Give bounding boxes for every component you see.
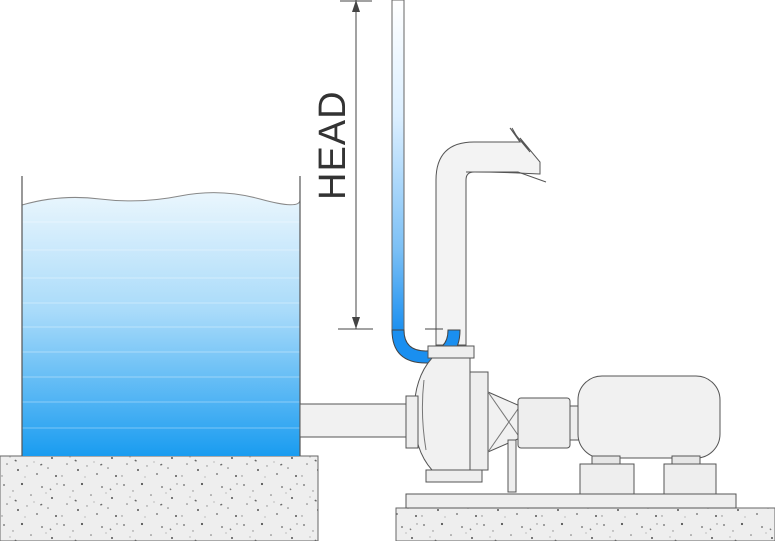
head-dimension [338, 0, 373, 330]
tank-foundation [0, 455, 319, 541]
pump-foundation [395, 507, 775, 541]
pump-discharge-flange [427, 345, 475, 359]
coupling [517, 397, 581, 449]
suction-pipe [299, 403, 409, 438]
electric-motor [577, 375, 721, 495]
centrifugal-pump [405, 357, 489, 483]
pump-bracket [487, 391, 521, 493]
baseplate [405, 493, 737, 509]
discharge-pipe [435, 127, 547, 346]
water-tank [21, 176, 301, 456]
head-label: HEAD [312, 90, 354, 200]
